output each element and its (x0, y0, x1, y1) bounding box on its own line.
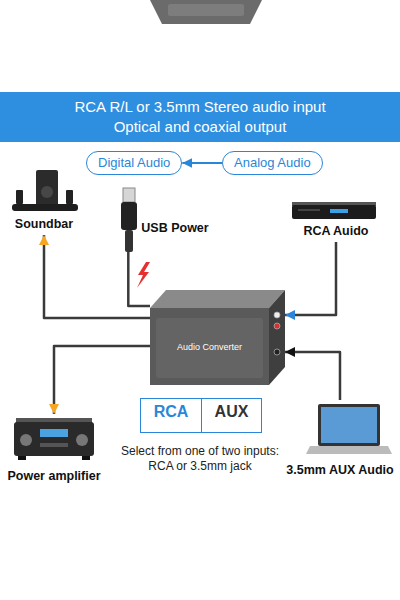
power-amplifier-device: Power amplifier (3, 414, 104, 487)
node-label: RCA Auido (303, 224, 368, 242)
node-label: Power amplifier (7, 469, 100, 487)
product-panel (168, 4, 244, 16)
player-display (330, 209, 348, 213)
woofer-cone (41, 186, 53, 198)
amplifier-buttons (40, 443, 68, 447)
subwoofer (36, 170, 58, 206)
amplifier-knob (76, 434, 88, 446)
laptop-icon (306, 404, 392, 454)
rca-source-device: RCA Auido (286, 200, 386, 242)
node-label: Audio Converter (177, 342, 242, 353)
satellite-speaker (16, 190, 23, 204)
soundbar-bar (12, 204, 78, 211)
laptop-screen-frame (318, 404, 380, 446)
laptop-aux-source: 3.5mm AUX Audio (282, 400, 397, 481)
player-body (292, 205, 376, 219)
flow-arrow (182, 162, 222, 164)
node-label: Analog Audio (234, 155, 311, 171)
dvd-player-icon (292, 202, 376, 219)
soundbar-device: Soundbar (6, 168, 82, 235)
audio-cable (128, 252, 150, 306)
note-text: Select from one of two inputs: RCA or 3.… (114, 444, 286, 474)
node-label: RCA (141, 399, 201, 432)
housing-front (150, 308, 269, 385)
amplifier-foot (82, 456, 90, 460)
input-jack (274, 323, 280, 329)
audio-cable (54, 346, 150, 414)
input-jack (274, 312, 280, 318)
amplifier-body (14, 422, 94, 456)
product-photo-fragment (150, 0, 262, 24)
node-label: USB Power (141, 221, 208, 239)
usb-strain-relief (125, 230, 133, 252)
audio-cable (285, 352, 340, 400)
laptop-base (306, 446, 392, 454)
input-selector: RCAAUX (140, 398, 262, 433)
banner-title: RCA R/L or 3.5mm Stereo audio input Opti… (60, 97, 340, 137)
housing-top (150, 290, 285, 308)
satellite-speaker (66, 190, 73, 204)
converter-housing (150, 290, 285, 385)
amplifier-knob (20, 434, 32, 446)
node-label: AUX (201, 399, 261, 432)
housing-panel (156, 318, 263, 378)
laptop-screen (321, 407, 377, 443)
usb-body (121, 202, 137, 230)
node-label: Digital Audio (98, 155, 170, 171)
housing-side (269, 290, 285, 385)
disc-tray (298, 209, 320, 211)
input-jack (274, 349, 280, 355)
analog-audio-pill: Analog Audio (222, 151, 323, 175)
node-label: 3.5mm AUX Audio (286, 463, 393, 481)
amplifier-icon (14, 418, 94, 460)
amplifier-foot (18, 456, 26, 460)
amplifier-display (40, 429, 68, 437)
digital-audio-pill: Digital Audio (86, 151, 182, 175)
usb-power-plug: USB Power (115, 186, 216, 252)
node-label: Soundbar (15, 217, 73, 235)
power-bolt-symbol (137, 262, 150, 288)
audio-cable (285, 242, 336, 315)
usb-plug-icon (121, 188, 137, 252)
usb-metal-tip (123, 188, 135, 202)
audio-converter-box: Audio Converter (150, 290, 285, 385)
product-housing (150, 0, 262, 24)
soundbar-icon (12, 170, 78, 211)
title-banner (0, 92, 400, 142)
audio-cable (44, 235, 150, 318)
